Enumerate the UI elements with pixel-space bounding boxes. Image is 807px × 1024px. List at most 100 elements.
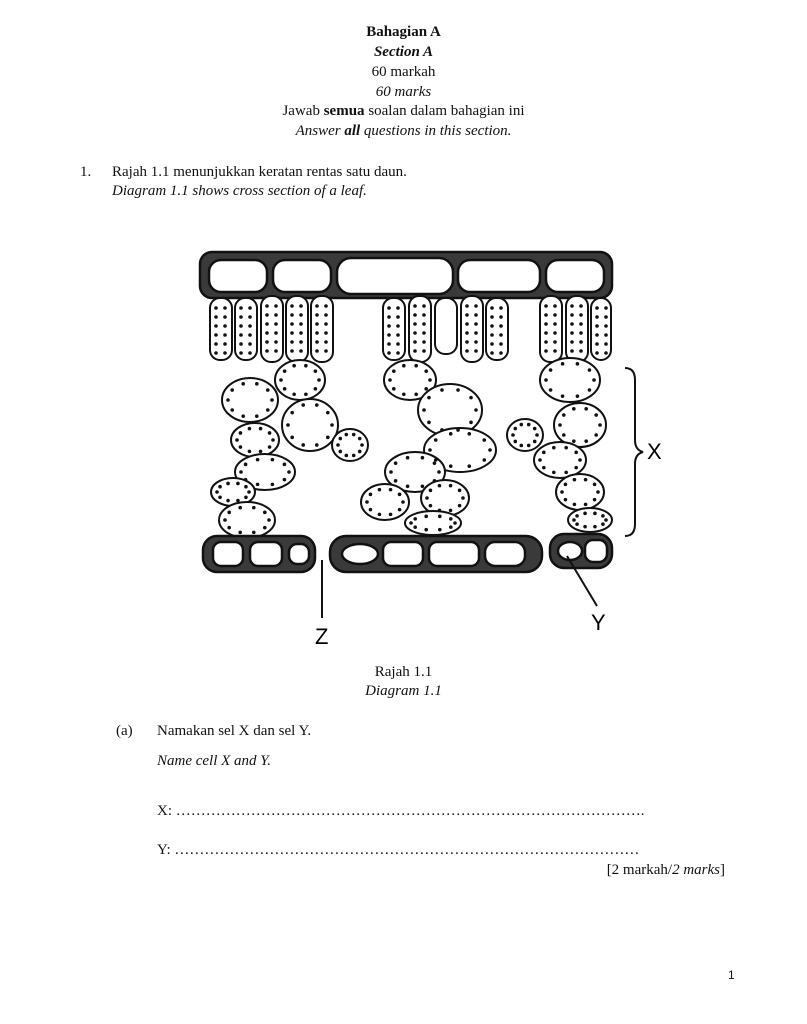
chloroplast-dot <box>448 508 453 513</box>
chloroplast-dot <box>248 315 252 319</box>
marks-en: 60 marks <box>375 84 432 100</box>
chloroplast-dot <box>413 313 417 317</box>
chloroplast-dot <box>592 482 597 487</box>
chloroplast-dot <box>482 438 487 442</box>
chloroplast-dot <box>553 322 557 326</box>
chloroplast-dot <box>239 470 243 474</box>
chloroplast-dot <box>274 313 278 317</box>
chloroplast-dot <box>553 313 557 317</box>
chloroplast-dot <box>324 313 328 317</box>
chloroplast-dot <box>292 392 296 397</box>
chloroplast-dot <box>265 313 269 317</box>
chloroplast-dot <box>357 436 362 441</box>
chloroplast-dot <box>511 433 515 437</box>
chloroplast-dot <box>553 304 557 308</box>
answer-x-blank[interactable]: …………………………………………………………………………………. <box>175 803 645 819</box>
chloroplast-dot <box>236 481 240 486</box>
chloroplast-dot <box>248 342 252 346</box>
question-number: 1. <box>80 164 92 180</box>
chloroplast-dot <box>564 445 568 450</box>
chloroplast-dot <box>235 438 239 442</box>
chloroplast-dot <box>238 431 243 435</box>
chloroplast-dot <box>433 438 438 442</box>
chloroplast-dot <box>389 470 393 474</box>
chloroplast-dot <box>315 304 319 308</box>
chloroplast-dot <box>413 322 417 326</box>
answer-y-blank[interactable]: ………………………………………………………………………………… <box>174 842 640 858</box>
chloroplast-dot <box>299 349 303 353</box>
chloroplast-dot <box>244 495 248 500</box>
chloroplast-dot <box>572 477 577 482</box>
chloroplast-dot <box>330 423 334 427</box>
chloroplast-dot <box>314 403 319 407</box>
chloroplast-dot <box>420 455 425 460</box>
chloroplast-dot <box>388 378 392 382</box>
chloroplast-dot <box>414 363 418 368</box>
chloroplast-dot <box>457 503 462 508</box>
chloroplast-dot <box>254 414 259 418</box>
chloroplast-dot <box>425 496 429 500</box>
chloroplast-dot <box>270 482 275 487</box>
part-a-text-ms: Namakan sel X dan sel Y. <box>157 723 312 739</box>
chloroplast-dot <box>544 349 548 353</box>
chloroplast-dot <box>248 333 252 337</box>
chloroplast-dot <box>392 369 396 373</box>
chloroplast-dot <box>532 439 537 444</box>
chloroplast-dot <box>290 304 294 308</box>
chloroplast-dot <box>274 322 278 326</box>
chloroplast-dot <box>336 443 340 447</box>
chloroplast-dot <box>292 363 296 368</box>
chloroplast-dot <box>544 331 548 335</box>
chloroplast-dot <box>469 420 473 425</box>
chloroplast-dot <box>562 433 566 437</box>
chloroplast-dot <box>560 394 565 398</box>
chloroplast-dot <box>575 522 579 526</box>
chloroplast-dot <box>604 518 608 522</box>
chloroplast-dot <box>428 488 433 493</box>
section-title-ms: Bahagian A <box>366 24 441 40</box>
chloroplast-dot <box>428 378 432 382</box>
chloroplast-dot <box>579 313 583 317</box>
chloroplast-dot <box>313 369 318 373</box>
chloroplast-dot <box>595 333 599 337</box>
chloroplast-dot <box>526 422 531 427</box>
chloroplast-dot <box>226 398 230 402</box>
chloroplast-dot <box>583 477 588 482</box>
chloroplast-dot <box>413 331 417 335</box>
chloroplast-dot <box>248 306 252 310</box>
chloroplast-dot <box>575 362 580 366</box>
answer-x-line: X: …………………………………………………………………………………. <box>157 801 645 821</box>
chloroplast-dot <box>368 492 373 497</box>
chloroplast-dot <box>564 470 568 475</box>
chloroplast-dot <box>223 351 227 355</box>
chloroplast-dot <box>422 322 426 326</box>
chloroplast-dot <box>223 324 227 328</box>
chloroplast-dot <box>572 518 576 522</box>
chloroplast-dot <box>601 522 605 526</box>
marks-allocation: [2 markah/2 marks] <box>606 862 725 878</box>
chloroplast-dot <box>223 333 227 337</box>
chloroplast-dot <box>437 508 442 513</box>
chloroplast-dot <box>396 333 400 337</box>
chloroplast-dot <box>583 511 587 516</box>
chloroplast-dot <box>218 495 222 500</box>
chloroplast-dot <box>244 484 248 489</box>
chloroplast-dot <box>239 315 243 319</box>
chloroplast-dot <box>604 351 608 355</box>
chloroplast-dot <box>499 333 503 337</box>
chloroplast-dot <box>560 362 565 366</box>
chloroplast-dot <box>274 349 278 353</box>
label-x: X <box>647 439 662 464</box>
chloroplast-dot <box>247 449 252 454</box>
spongy-mesophyll <box>210 357 613 539</box>
chloroplast-dot <box>290 313 294 317</box>
chloroplast-dot <box>594 413 598 417</box>
chloroplast-dot <box>214 324 218 328</box>
chloroplast-dot <box>474 304 478 308</box>
chloroplast-dot <box>215 490 219 494</box>
chloroplast-dot <box>490 306 494 310</box>
chloroplast-dot <box>255 457 260 462</box>
chloroplast-dot <box>461 496 465 500</box>
chloroplast-dot <box>251 530 256 535</box>
chloroplast-dot <box>218 484 222 489</box>
